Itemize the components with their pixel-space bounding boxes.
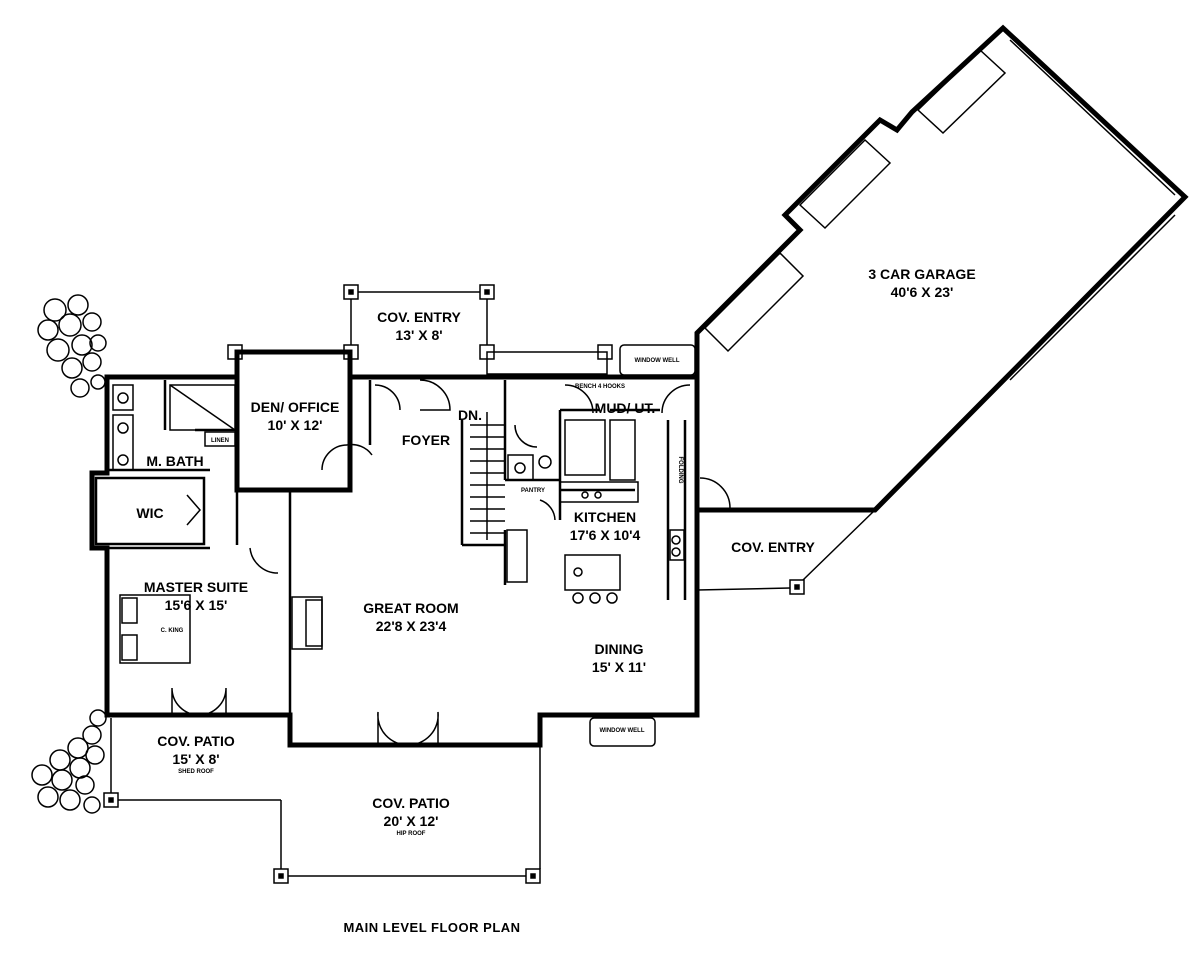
dining-size: 15' X 11' (592, 659, 646, 675)
doors[interactable] (171, 379, 731, 746)
patio-small-label: COV. PATIO (157, 733, 235, 749)
front-entry-posts (227, 284, 613, 375)
window-well-note-bottom: WINDOW WELL (600, 728, 645, 734)
den-size: 10' X 12' (268, 417, 323, 433)
garage-doors[interactable] (703, 35, 1180, 381)
great-room-size: 22'8 X 23'4 (376, 618, 447, 634)
patio-posts (103, 718, 541, 884)
stairs (470, 412, 505, 540)
patio-large-size: 20' X 12' (384, 813, 439, 829)
garage-size: 40'6 X 23' (891, 284, 954, 300)
den-label: DEN/ OFFICE (251, 399, 340, 415)
pantry-label: PANTRY (521, 488, 545, 494)
front-entry-size: 13' X 8' (395, 327, 442, 343)
fixtures (112, 344, 696, 747)
linen-label: LINEN (211, 438, 229, 444)
patio-large-label: COV. PATIO (372, 795, 450, 811)
kitchen-size: 17'6 X 10'4 (570, 527, 641, 543)
bath-label: M. BATH (146, 453, 203, 469)
master-label: MASTER SUITE (144, 579, 248, 595)
shrubs-bottom (31, 709, 107, 814)
stairs-label: DN. (458, 407, 482, 423)
shrubs-top (37, 294, 107, 398)
mud-label: MUD/ UT. (595, 400, 656, 416)
wic-label: WIC (136, 505, 163, 521)
patio-small-size: 15' X 8' (172, 751, 219, 767)
bench-note: BENCH 4 HOOKS (575, 384, 625, 390)
bed-label: C. KING (161, 628, 184, 634)
folding-note: FOLDING (677, 457, 683, 484)
garage-label: 3 CAR GARAGE (868, 266, 975, 282)
garage-walls (694, 24, 1189, 513)
plan-title: MAIN LEVEL FLOOR PLAN (343, 920, 520, 935)
shed-roof-note: SHED ROOF (178, 769, 214, 775)
garage-cov-entry-lines (696, 509, 876, 595)
front-entry-label: COV. ENTRY (377, 309, 461, 325)
master-size: 15'6 X 15' (165, 597, 228, 613)
side-entry-label: COV. ENTRY (731, 539, 815, 555)
window-well-note-top: WINDOW WELL (635, 358, 680, 364)
foyer-label: FOYER (402, 432, 450, 448)
kitchen-label: KITCHEN (574, 509, 636, 525)
house-exterior-walls (89, 349, 700, 748)
hip-roof-note: HIP ROOF (397, 831, 426, 837)
great-room-label: GREAT ROOM (363, 600, 458, 616)
dining-label: DINING (595, 641, 644, 657)
